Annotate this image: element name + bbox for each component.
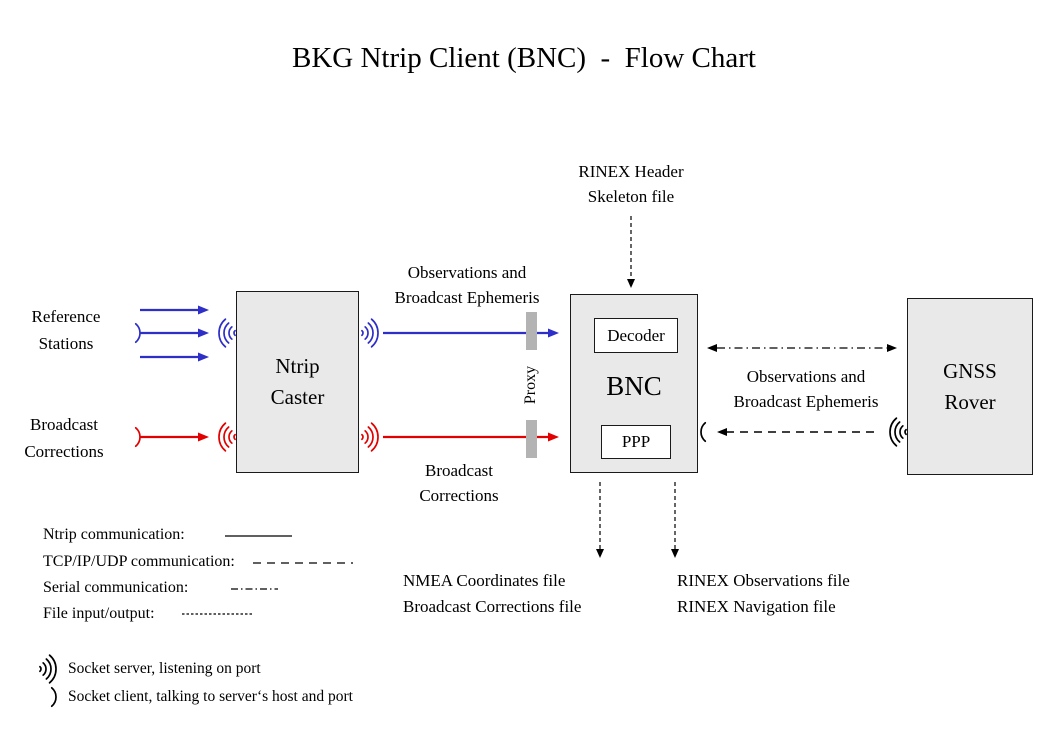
observations-to-bnc-label: Observations and Broadcast Ephemeris <box>394 263 540 307</box>
caster-corrections-socket-server-in-icon <box>218 422 236 452</box>
caster-observations-socket-server-out-icon <box>361 318 379 348</box>
legend-socket-client-label: Socket client, talking to server‘s host … <box>68 688 353 705</box>
legend-ntrip-label: Ntrip communication: <box>43 526 185 543</box>
rinex-output-label: RINEX Observations file RINEX Navigation… <box>677 571 850 616</box>
nmea-output-label: NMEA Coordinates file Broadcast Correcti… <box>403 571 582 616</box>
rinex-skeleton-arrow-head <box>627 279 635 288</box>
gnss-rover-node: GNSS Rover <box>907 298 1033 475</box>
caster-bnc-observations-head <box>548 328 559 338</box>
proxy-bar-bottom <box>526 420 537 458</box>
bnc-rinex-output-head <box>671 549 679 558</box>
caster-bnc-corrections-head <box>548 432 559 442</box>
legend-socket-client-icon <box>50 686 57 708</box>
observations-to-rover-label: Observations and Broadcast Ephemeris <box>733 367 879 411</box>
reference-stations-label: Reference Stations <box>31 307 101 353</box>
page-title: BKG Ntrip Client (BNC) - Flow Chart <box>292 42 756 74</box>
legend-serial-label: Serial communication: <box>43 579 189 596</box>
corrections-to-bnc-label: Broadcast Corrections <box>419 461 499 505</box>
bnc-rover-serial-head-left <box>707 344 717 352</box>
reference-arrow-1-head <box>198 305 209 315</box>
rover-socket-server-icon <box>889 417 907 447</box>
rover-bnc-tcp-head <box>717 428 727 436</box>
bnc-rover-serial-head-right <box>887 344 897 352</box>
bnc-nmea-output-head <box>596 549 604 558</box>
legend-file-label: File input/output: <box>43 605 155 622</box>
reference-arrow-3-head <box>198 352 209 362</box>
caster-corrections-socket-server-out-icon <box>361 422 379 452</box>
legend-tcp-label: TCP/IP/UDP communication: <box>43 553 235 570</box>
ntrip-caster-node: Ntrip Caster <box>236 291 359 473</box>
broadcast-corrections-input-label: Broadcast Corrections <box>24 415 104 461</box>
decoder-subnode: Decoder <box>594 318 678 353</box>
bnc-rover-socket-client-icon <box>700 421 707 443</box>
corrections-arrow-head <box>198 432 209 442</box>
bnc-node: Decoder BNC PPP <box>570 294 698 473</box>
caster-observations-socket-server-in-icon <box>218 318 236 348</box>
corrections-socket-client-icon <box>134 426 141 448</box>
legend-socket-server-icon <box>39 654 57 684</box>
rinex-skeleton-label: RINEX Header Skeleton file <box>578 162 684 206</box>
ppp-subnode: PPP <box>601 425 671 459</box>
reference-arrow-2-head <box>198 328 209 338</box>
proxy-bar-top <box>526 312 537 350</box>
bnc-node-label: BNC <box>606 371 662 401</box>
reference-socket-client-icon <box>134 322 141 344</box>
legend-socket-server-label: Socket server, listening on port <box>68 660 261 677</box>
